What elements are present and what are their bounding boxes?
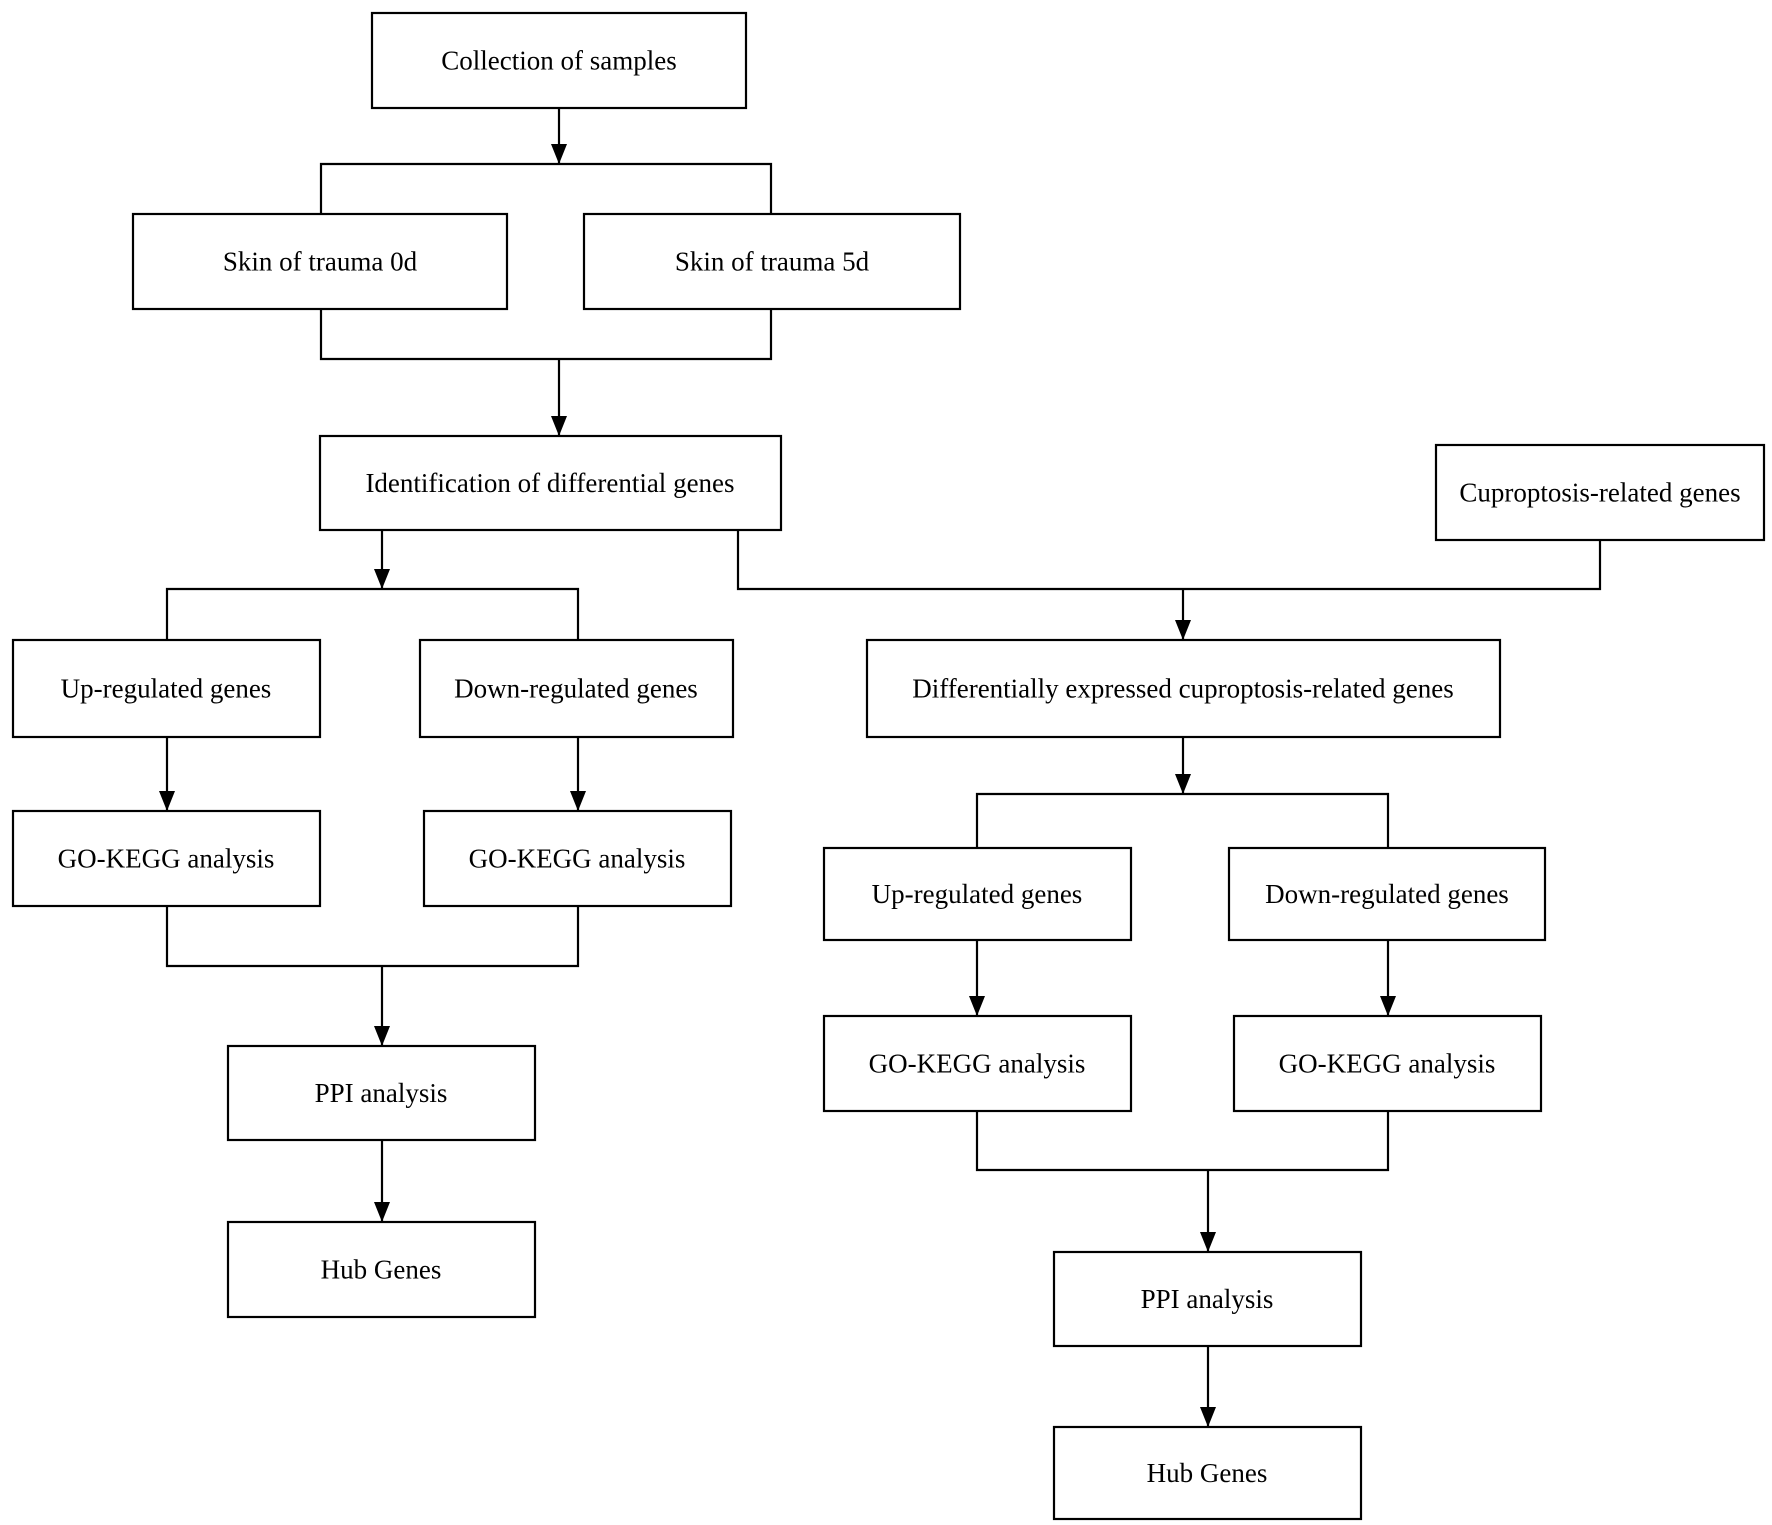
node-skin-5d-label: Skin of trauma 5d bbox=[675, 247, 870, 277]
node-left-gokegg-up-label: GO-KEGG analysis bbox=[58, 844, 275, 874]
node-collection-label: Collection of samples bbox=[441, 46, 676, 76]
node-left-down-regulated-label: Down-regulated genes bbox=[454, 674, 698, 704]
edge-right-split-bracket bbox=[975, 792, 1390, 848]
node-collection: Collection of samples bbox=[370, 11, 748, 110]
node-identification: Identification of differential genes bbox=[318, 434, 783, 532]
node-right-ppi: PPI analysis bbox=[1052, 1250, 1363, 1348]
node-right-gokegg-down-label: GO-KEGG analysis bbox=[1279, 1049, 1496, 1079]
node-decrg-label: Differentially expressed cuproptosis-rel… bbox=[912, 674, 1454, 704]
node-decrg: Differentially expressed cuproptosis-rel… bbox=[865, 638, 1502, 739]
node-cuproptosis-label: Cuproptosis-related genes bbox=[1459, 478, 1740, 508]
edge-skin-split-bracket bbox=[319, 162, 773, 214]
node-left-gokegg-up: GO-KEGG analysis bbox=[11, 809, 322, 908]
node-cuproptosis: Cuproptosis-related genes bbox=[1434, 443, 1766, 542]
node-skin-0d-label: Skin of trauma 0d bbox=[223, 247, 418, 277]
node-left-up-regulated-label: Up-regulated genes bbox=[61, 674, 272, 704]
node-right-gokegg-up: GO-KEGG analysis bbox=[822, 1014, 1133, 1113]
connectors bbox=[159, 108, 1602, 1427]
node-right-gokegg-up-label: GO-KEGG analysis bbox=[869, 1049, 1086, 1079]
node-right-ppi-label: PPI analysis bbox=[1141, 1284, 1274, 1314]
node-right-up-regulated: Up-regulated genes bbox=[822, 846, 1133, 942]
node-right-hub: Hub Genes bbox=[1052, 1425, 1363, 1521]
node-left-ppi-label: PPI analysis bbox=[315, 1078, 448, 1108]
node-left-gokegg-down-label: GO-KEGG analysis bbox=[469, 844, 686, 874]
edge-skin-merge-bracket bbox=[319, 309, 773, 361]
node-left-hub-label: Hub Genes bbox=[321, 1255, 442, 1285]
node-left-down-regulated: Down-regulated genes bbox=[418, 638, 735, 739]
node-right-hub-label: Hub Genes bbox=[1147, 1458, 1268, 1488]
node-left-ppi: PPI analysis bbox=[226, 1044, 537, 1142]
node-skin-5d: Skin of trauma 5d bbox=[582, 212, 962, 311]
edge-identification-cuproptosis-bracket bbox=[736, 530, 1602, 591]
edge-left-split-bracket bbox=[165, 587, 580, 640]
node-left-gokegg-down: GO-KEGG analysis bbox=[422, 809, 733, 908]
node-left-up-regulated: Up-regulated genes bbox=[11, 638, 322, 739]
node-left-hub: Hub Genes bbox=[226, 1220, 537, 1319]
edge-right-gokegg-merge-bracket bbox=[975, 1111, 1390, 1172]
node-right-down-regulated-label: Down-regulated genes bbox=[1265, 879, 1509, 909]
node-right-gokegg-down: GO-KEGG analysis bbox=[1232, 1014, 1543, 1113]
edge-left-gokegg-merge-bracket bbox=[165, 906, 580, 968]
node-identification-label: Identification of differential genes bbox=[365, 468, 734, 498]
node-skin-0d: Skin of trauma 0d bbox=[131, 212, 509, 311]
node-right-up-regulated-label: Up-regulated genes bbox=[872, 879, 1083, 909]
node-right-down-regulated: Down-regulated genes bbox=[1227, 846, 1547, 942]
